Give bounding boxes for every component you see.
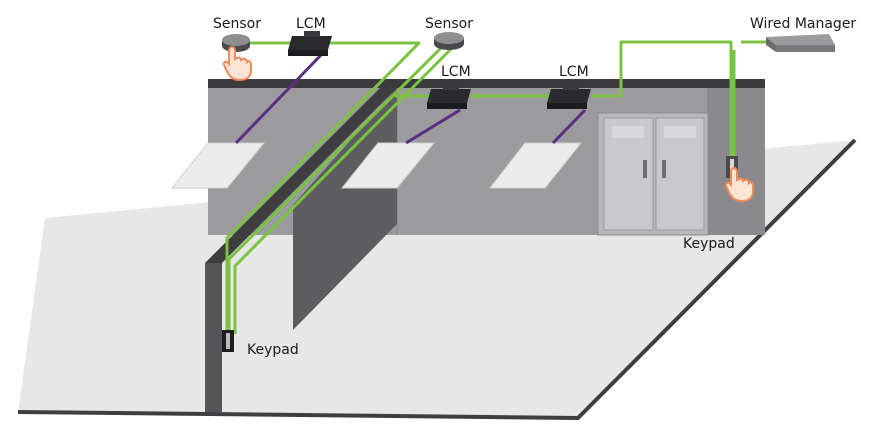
double-door [597, 112, 709, 236]
divider-wall [205, 88, 397, 412]
hand-pointer-icon [222, 45, 252, 82]
label-lcm-middle: LCM [441, 64, 471, 80]
keypad-left-device [222, 330, 234, 352]
label-sensor-left: Sensor [213, 16, 261, 32]
wired-manager-device [766, 34, 835, 52]
lcm-middle-device [427, 84, 471, 109]
network-cabling [225, 40, 801, 334]
label-lcm-top: LCM [296, 16, 326, 32]
ceiling-lights [170, 142, 583, 189]
sensor-left-device [222, 34, 250, 52]
lcm-top-device [288, 31, 332, 56]
label-sensor-center: Sensor [425, 16, 473, 32]
hand-pointer-icon [724, 166, 754, 203]
label-wired-manager: Wired Manager [750, 16, 856, 32]
label-lcm-right: LCM [559, 64, 589, 80]
label-keypad-left: Keypad [247, 342, 299, 358]
lcm-right-device [547, 84, 591, 109]
sensor-center-device [434, 32, 464, 50]
label-keypad-right: Keypad [683, 236, 735, 252]
power-cables [234, 52, 587, 145]
